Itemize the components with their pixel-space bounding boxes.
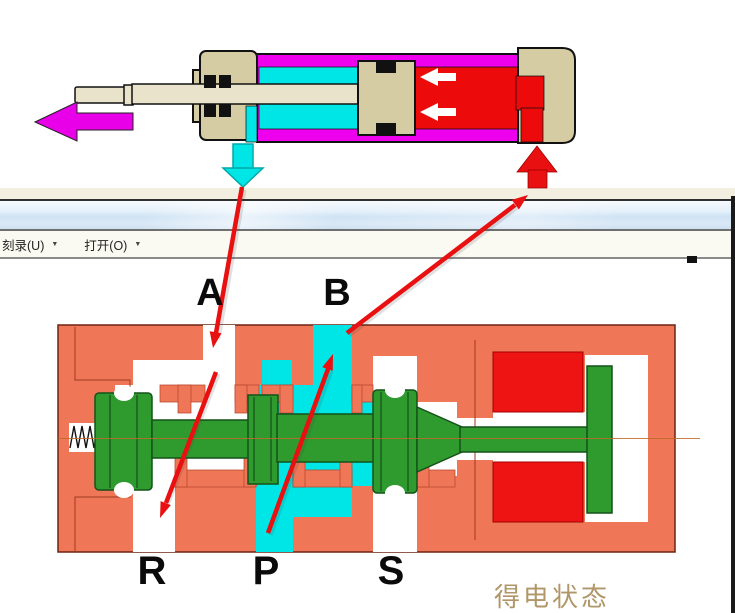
toolbar-top-band <box>0 188 735 199</box>
solenoid-valve-cross-section <box>57 324 700 553</box>
rod-seal <box>219 75 231 88</box>
port-exhaust-arrow-icon <box>221 143 265 189</box>
port-b-channel <box>313 325 352 395</box>
chamber-b-lower <box>258 455 352 517</box>
valve-body <box>57 324 676 553</box>
cylinder-left-cap <box>199 50 258 141</box>
solenoid-armature <box>586 365 613 514</box>
menu-burn-label: 刻录(U) <box>2 238 45 253</box>
port-r-channel <box>133 486 175 552</box>
menu-open-label: 打开(O) <box>84 238 128 253</box>
chamber-a <box>115 385 248 486</box>
piston-force-arrow-icon <box>420 68 456 86</box>
body-seam <box>74 487 131 551</box>
port-supply-arrow-icon <box>516 145 558 189</box>
valve-seat-teeth-top <box>159 384 374 414</box>
solenoid-cavity <box>493 412 648 462</box>
cylinder-right-cap <box>517 47 576 144</box>
body-seam <box>74 327 131 393</box>
port-label-r: R <box>137 549 167 593</box>
valve-seat-teeth-bottom <box>99 457 456 488</box>
window-right-border <box>731 196 735 613</box>
armature-cavity <box>585 355 648 522</box>
rod-seal <box>204 104 216 117</box>
spool-seal-notch <box>385 485 405 501</box>
cylinder-left-cap-flange <box>192 69 214 123</box>
right-cap-inlet-notch <box>515 75 545 111</box>
spool-land-1 <box>94 392 153 491</box>
spool-shaft-b <box>276 413 375 463</box>
port-label-a: A <box>196 272 224 314</box>
toolbar-glossy-bar <box>0 201 735 229</box>
chamber-b <box>258 385 373 486</box>
toolbar-divider-bottom <box>0 257 735 259</box>
spool-seal-notch <box>114 385 134 401</box>
spool-seal-notch <box>385 382 405 398</box>
spool-shaft-a <box>151 419 250 459</box>
spool-land-3 <box>372 389 418 494</box>
menu-burn[interactable]: 刻录(U) ▼ <box>2 235 58 254</box>
port-label-p: P <box>252 549 280 593</box>
solenoid-coil-bottom <box>492 461 584 523</box>
piston-seal <box>376 123 396 134</box>
piston <box>357 60 416 136</box>
cylinder-left-chamber-exhaust <box>258 66 360 130</box>
port-p-channel <box>256 486 293 552</box>
rod-motion-arrow-icon <box>33 101 134 142</box>
chevron-down-icon: ▼ <box>51 240 59 248</box>
solenoid-coil-top <box>492 351 584 413</box>
piston-rod-tip <box>74 86 126 104</box>
valve-spool <box>94 365 613 514</box>
pneumatic-cylinder <box>33 47 576 189</box>
spool-stem <box>459 426 591 453</box>
port-label-s: S <box>377 549 405 593</box>
state-caption: 得电状态 <box>494 583 611 613</box>
toolbar-divider-top <box>0 199 735 201</box>
right-cap-inlet-port <box>520 107 544 143</box>
spool-land-2 <box>247 394 279 485</box>
spool-taper <box>416 405 463 474</box>
spool-corridor <box>455 418 493 460</box>
explorer-toolbar: 刻录(U) ▼ 打开(O) ▼ <box>0 188 735 260</box>
arrow-port-p-to-b <box>265 368 331 534</box>
chamber-s <box>417 402 457 476</box>
piston-rod <box>131 83 363 105</box>
piston-force-arrow-icon <box>420 103 456 121</box>
port-label-b: B <box>323 272 351 314</box>
arrow-port-a-to-r <box>163 371 219 504</box>
piston-rod-collar <box>123 84 134 106</box>
menu-open[interactable]: 打开(O) ▼ <box>84 235 141 254</box>
chevron-down-icon: ▼ <box>134 240 142 248</box>
rod-seal <box>219 104 231 117</box>
rod-seal <box>204 75 216 88</box>
piston-seal <box>376 62 396 73</box>
port-b-pocket <box>262 360 292 413</box>
port-a-channel <box>203 325 235 413</box>
port-s-channel <box>373 356 417 552</box>
cylinder-tube <box>256 53 519 143</box>
cylinder-right-chamber-pressure <box>413 66 519 130</box>
resize-mark <box>687 256 697 263</box>
spool-seal-notch <box>114 482 134 498</box>
return-spring <box>69 423 102 452</box>
left-cap-exhaust-port <box>245 105 258 143</box>
toolbar-menubar: 刻录(U) ▼ 打开(O) ▼ <box>0 231 735 257</box>
port-a-gallery <box>133 360 205 392</box>
